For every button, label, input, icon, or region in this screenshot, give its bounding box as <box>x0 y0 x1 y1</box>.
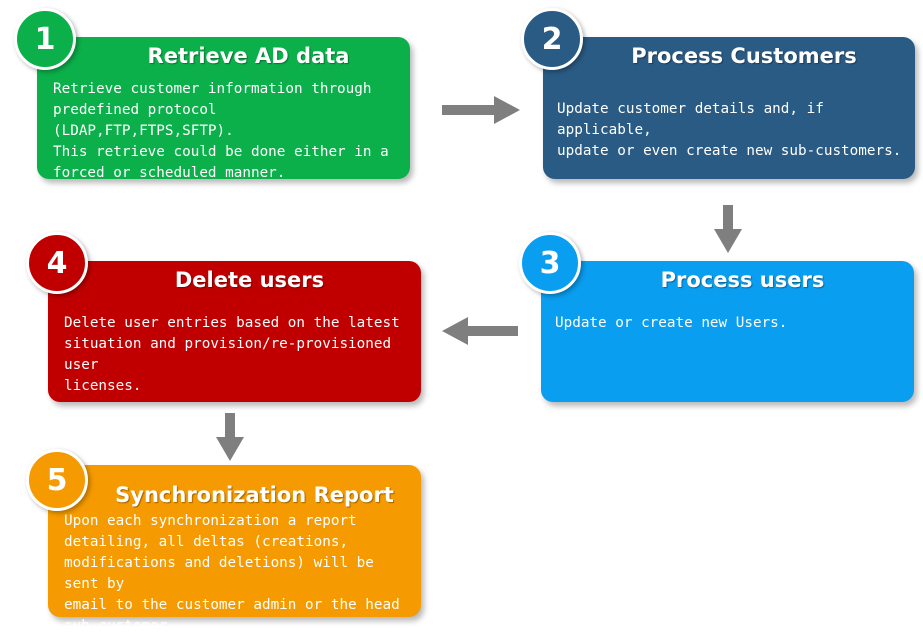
step-description: Upon each synchronization a report detai… <box>64 513 400 634</box>
step-title: Process users <box>660 268 825 292</box>
step-description: Update or create new Users. <box>555 315 788 331</box>
step-card-retrieve-ad-data: Retrieve AD data Retrieve customer infor… <box>37 37 410 181</box>
step-title: Synchronization Report <box>115 483 394 507</box>
step-title: Delete users <box>174 268 325 292</box>
arrow-right-icon <box>442 96 520 124</box>
step-description: Delete user entries based on the latest … <box>64 315 400 394</box>
arrow-down-icon <box>216 413 244 461</box>
step-description: Retrieve customer information through pr… <box>53 81 389 181</box>
arrow-left-icon <box>442 317 518 345</box>
step-number-badge: 5 <box>26 449 88 511</box>
step-description: Update customer details and, if applicab… <box>557 101 902 159</box>
step-number-badge: 2 <box>521 8 583 70</box>
step-number-badge: 3 <box>519 232 581 294</box>
step-card-process-users: Process users Update or create new Users… <box>541 261 914 402</box>
step-card-process-customers: Process Customers Update customer detail… <box>543 37 915 179</box>
step-title: Process Customers <box>631 44 857 68</box>
step-number-badge: 4 <box>26 232 88 294</box>
step-number-badge: 1 <box>14 8 76 70</box>
arrow-down-icon <box>714 205 742 253</box>
step-title: Retrieve AD data <box>147 44 350 68</box>
step-card-delete-users: Delete users Delete user entries based o… <box>48 261 421 402</box>
step-card-synchronization-report: Synchronization Report Upon each synchro… <box>48 465 421 634</box>
